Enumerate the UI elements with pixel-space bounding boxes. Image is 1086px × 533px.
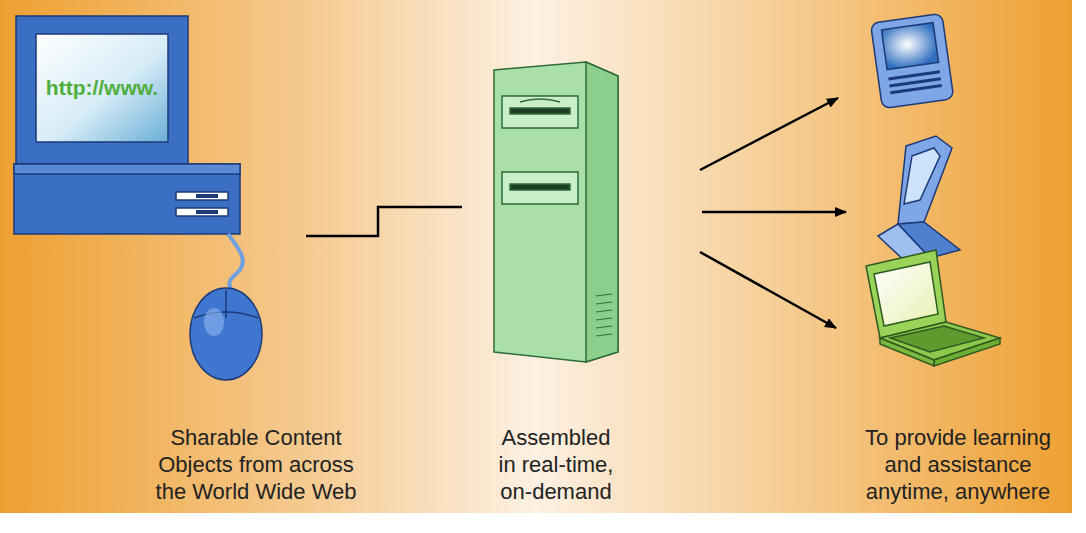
pda-device <box>871 13 954 108</box>
phone-device <box>878 136 960 264</box>
distribution-arrows <box>700 98 846 328</box>
laptop-device <box>866 250 1000 366</box>
caption: Assembled in real-time, on-demand <box>494 424 618 505</box>
background <box>0 0 1072 513</box>
caption: Sharable Content Objects from across the… <box>145 424 367 505</box>
network-line <box>306 207 462 236</box>
caption: To provide learning and assistance anyti… <box>850 424 1066 505</box>
server-tower <box>494 62 618 362</box>
screen-url: http://www. <box>46 76 158 100</box>
desktop-computer <box>14 16 262 380</box>
